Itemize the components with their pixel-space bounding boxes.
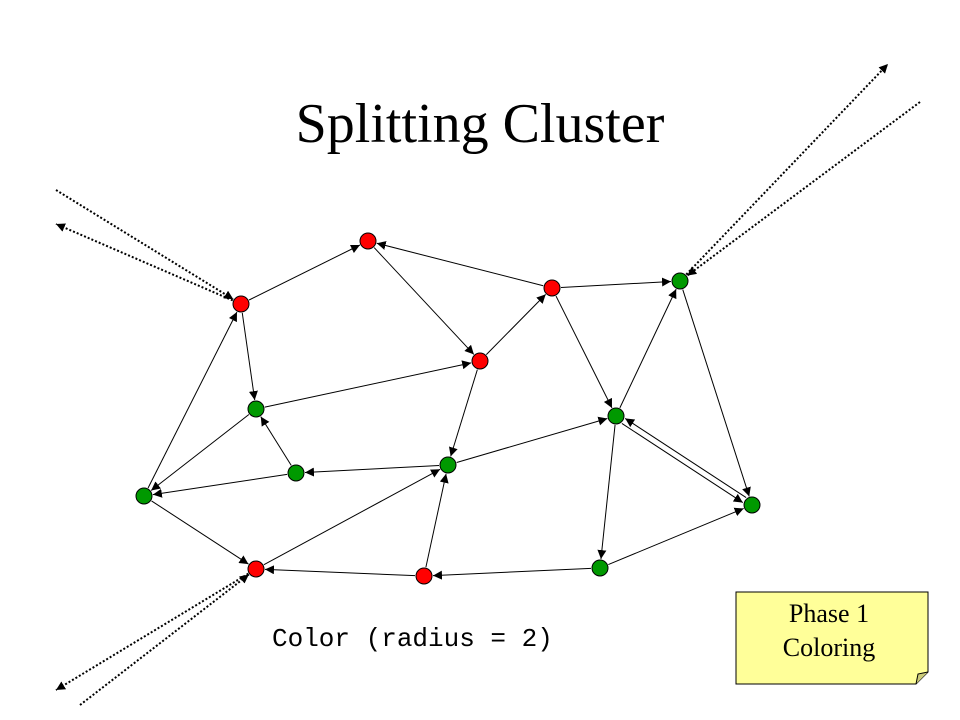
node-n4-green <box>671 272 689 290</box>
phase-note: Phase 1 Coloring <box>736 597 922 665</box>
edge-n7-n14 <box>597 424 616 560</box>
node-n1-red <box>232 295 250 313</box>
edge-n8-n6 <box>260 416 292 466</box>
node-n7-green <box>607 407 625 425</box>
node-n14-green <box>591 559 609 577</box>
edge-n4-n11 <box>682 289 751 497</box>
edge-n6-n10 <box>150 414 250 491</box>
graph-nodes <box>135 232 761 585</box>
edge-n11-n7 <box>624 417 747 498</box>
node-n8-green <box>287 464 305 482</box>
edge-n5-n3 <box>485 294 547 355</box>
edge-n5-n9 <box>448 369 478 457</box>
edge-n3-n2 <box>376 241 544 287</box>
edge-n7-n4 <box>619 288 677 409</box>
edge-n8-n10 <box>152 473 288 498</box>
edge-n6-n5 <box>264 360 472 408</box>
external-edge-n1-in <box>55 189 234 301</box>
edge-n7-n11 <box>621 423 744 504</box>
edge-n3-n4 <box>560 277 672 289</box>
phase-note-shape <box>735 591 929 685</box>
external-edge-n4-out <box>685 63 889 276</box>
external-edge-n4-in <box>686 101 921 277</box>
edge-n1-n2 <box>248 244 361 301</box>
node-n2-red <box>359 232 377 250</box>
node-n3-red <box>543 279 561 297</box>
edge-n12-n9 <box>263 468 441 566</box>
phase-note-line2: Coloring <box>782 633 876 662</box>
external-edge-n1-out <box>55 223 234 302</box>
edge-n2-n5 <box>373 247 475 355</box>
edge-n14-n11 <box>608 507 744 566</box>
external-edges <box>55 63 921 706</box>
node-n6-green <box>247 400 265 418</box>
external-edge-n12-in <box>79 573 250 706</box>
edge-n14-n13 <box>432 567 592 580</box>
node-n9-green <box>439 456 457 474</box>
node-n12-red <box>247 560 265 578</box>
edge-n10-n1 <box>147 311 238 489</box>
caption-text: Color (radius = 2) <box>272 624 553 654</box>
slide-title: Splitting Cluster <box>295 93 665 155</box>
edge-n13-n12 <box>264 565 416 577</box>
edge-n10-n12 <box>151 500 249 565</box>
graph-edges <box>147 241 751 580</box>
edge-n9-n8 <box>304 464 440 477</box>
edge-n3-n7 <box>555 295 613 409</box>
node-n13-red <box>415 567 433 585</box>
phase-note-line1: Phase 1 <box>788 599 870 628</box>
edge-n13-n9 <box>425 473 449 568</box>
node-n11-green <box>743 496 761 514</box>
node-n10-green <box>135 487 153 505</box>
edge-n9-n7 <box>456 416 608 463</box>
external-edge-n12-out <box>55 572 249 691</box>
node-n5-red <box>471 352 489 370</box>
edge-n1-n6 <box>241 312 258 401</box>
